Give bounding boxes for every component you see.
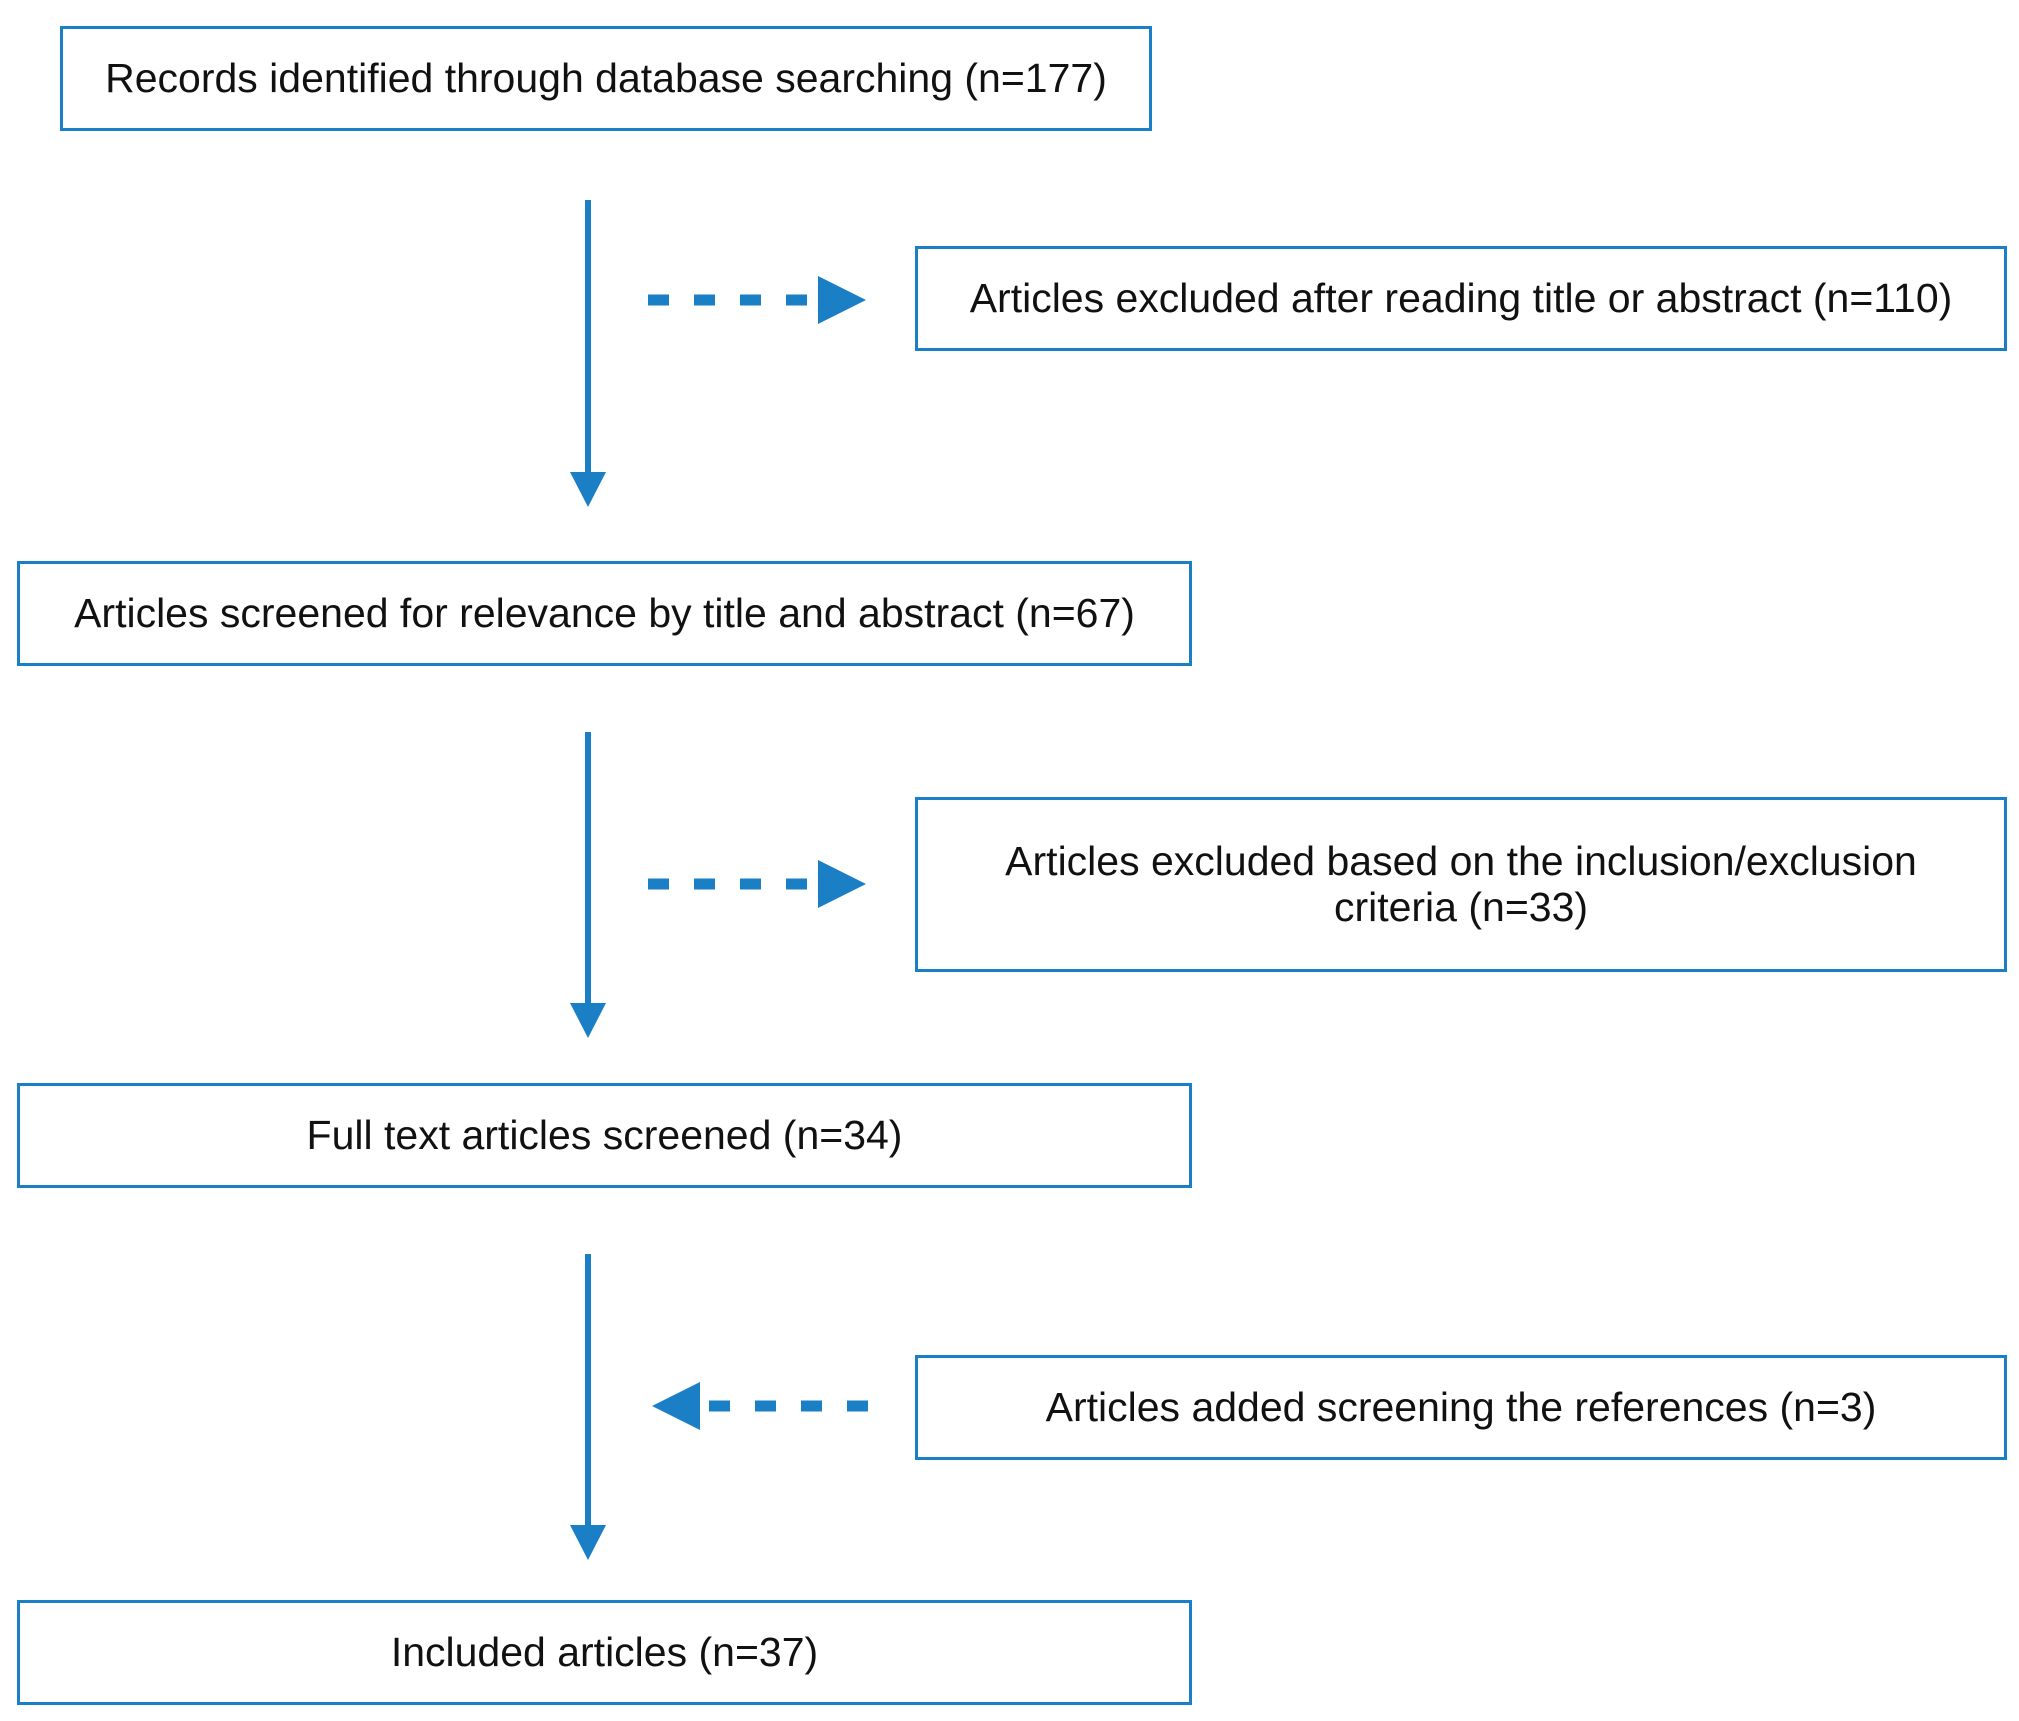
added-references-box: Articles added screening the references … [915,1355,2007,1460]
screened-relevance-label: Articles screened for relevance by title… [74,589,1135,636]
down-arrow-1 [570,200,606,507]
excluded-title-abstract-label: Articles excluded after reading title or… [969,274,1953,321]
down-arrow-3 [570,1254,606,1560]
included-articles-label: Included articles (n=37) [390,1628,819,1675]
excluded-title-abstract-box: Articles excluded after reading title or… [915,246,2007,351]
excluded-criteria-label: Articles excluded based on the inclusion… [1005,837,1917,930]
down-arrow-2 [570,732,606,1038]
dashed-arrow-exclude-1 [648,276,866,324]
screened-relevance-box: Articles screened for relevance by title… [17,561,1192,666]
dashed-arrow-exclude-2 [648,860,866,908]
records-identified-box: Records identified through database sear… [60,26,1152,131]
full-text-screened-label: Full text articles screened (n=34) [306,1111,903,1158]
full-text-screened-box: Full text articles screened (n=34) [17,1083,1192,1188]
included-articles-box: Included articles (n=37) [17,1600,1192,1705]
added-references-label: Articles added screening the references … [1045,1383,1877,1430]
records-identified-label: Records identified through database sear… [105,54,1107,101]
dashed-arrow-add-references [652,1382,868,1430]
excluded-criteria-box: Articles excluded based on the inclusion… [915,797,2007,972]
